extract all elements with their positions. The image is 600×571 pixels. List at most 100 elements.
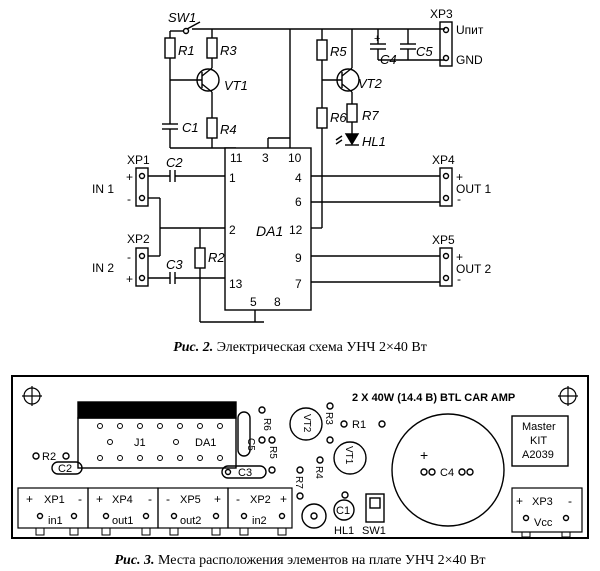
svg-text:KIT: KIT (530, 435, 547, 447)
pcb-r7: R7 (293, 476, 304, 489)
pcb-c2: C2 (58, 463, 72, 475)
c3-label: C3 (166, 257, 183, 272)
svg-text:10: 10 (288, 151, 302, 165)
svg-text:+: + (214, 492, 221, 506)
svg-text:7: 7 (295, 277, 302, 291)
pcb-r1: R1 (352, 419, 366, 431)
svg-text:9: 9 (295, 251, 302, 265)
r7-label: R7 (362, 108, 379, 123)
vt2-label: VT2 (358, 76, 383, 91)
in1-label: IN 1 (92, 182, 114, 196)
svg-text:5: 5 (250, 295, 257, 309)
svg-text:A2039: A2039 (522, 449, 554, 461)
svg-text:+: + (126, 272, 133, 286)
svg-text:-: - (457, 272, 461, 286)
r3-label: R3 (220, 43, 237, 58)
pcb-in1: in1 (48, 515, 63, 527)
xp4-label: XP4 (432, 153, 455, 167)
figure-3-prefix: Рис. 3. (114, 553, 155, 568)
svg-text:+: + (516, 494, 523, 508)
r5-label: R5 (330, 44, 347, 59)
pcb-xp1: XP1 (44, 494, 65, 506)
pcb-sw1: SW1 (362, 525, 386, 537)
r1-label: R1 (178, 43, 195, 58)
r6-label: R6 (330, 110, 347, 125)
svg-text:4: 4 (295, 171, 302, 185)
pcb-j1: J1 (134, 437, 146, 449)
svg-text:-: - (78, 492, 82, 506)
svg-text:2: 2 (229, 223, 236, 237)
svg-text:+: + (280, 492, 287, 506)
sw1-label: SW1 (168, 10, 196, 25)
svg-text:+: + (26, 492, 33, 506)
svg-text:+: + (374, 33, 380, 45)
pcb-out2: out2 (180, 515, 201, 527)
pcb-r4: R4 (313, 466, 324, 479)
xp3-label: XP3 (430, 7, 453, 21)
c1-label: C1 (182, 120, 199, 135)
pcb-r6: R6 (261, 418, 272, 431)
pcb-c1: C1 (336, 505, 350, 517)
pcb-in2: in2 (252, 515, 267, 527)
figure-3-caption: Рис. 3. Места расположения элементов на … (0, 553, 600, 569)
pcb-r2: R2 (42, 451, 56, 463)
out2-label: OUT 2 (456, 262, 491, 276)
pcb-r5: R5 (267, 446, 278, 459)
pcb-c4: C4 (440, 467, 454, 479)
c2-label: C2 (166, 155, 183, 170)
svg-text:+: + (420, 447, 428, 463)
pcb-xp2: XP2 (250, 494, 271, 506)
svg-text:-: - (166, 492, 170, 506)
svg-text:-: - (236, 492, 240, 506)
figure-2-text: Электрическая схема УНЧ 2×40 Вт (213, 340, 427, 355)
xp2-label: XP2 (127, 232, 150, 246)
svg-text:3: 3 (262, 151, 269, 165)
svg-text:8: 8 (274, 295, 281, 309)
svg-text:1: 1 (229, 171, 236, 185)
hl1-label: HL1 (362, 134, 386, 149)
pcb-c5: C5 (245, 438, 256, 451)
da1-label: DA1 (256, 223, 283, 239)
pcb-layout: 2 X 40W (14.4 В) BTL CAR AMP Master KIT … (11, 375, 589, 539)
svg-text:13: 13 (229, 277, 243, 291)
pcb-c3: C3 (238, 467, 252, 479)
xp1-label: XP1 (127, 153, 150, 167)
c5-label: C5 (416, 44, 433, 59)
pcb-xp5: XP5 (180, 494, 201, 506)
pcb-xp3: XP3 (532, 496, 553, 508)
svg-text:12: 12 (289, 223, 303, 237)
vt1-label: VT1 (224, 78, 248, 93)
upit-label: Uпит (456, 23, 484, 37)
svg-text:11: 11 (230, 151, 243, 165)
out1-label: OUT 1 (456, 182, 491, 196)
pcb-r3: R3 (323, 412, 334, 425)
pcb-xp4: XP4 (112, 494, 133, 506)
pcb-da1: DA1 (195, 437, 216, 449)
svg-text:+: + (126, 170, 133, 184)
svg-text:+: + (456, 250, 463, 264)
pcb-title: 2 X 40W (14.4 В) BTL CAR AMP (352, 392, 515, 404)
pcb-hl1: HL1 (334, 525, 354, 537)
svg-text:-: - (127, 192, 131, 206)
r2-label: R2 (208, 250, 225, 265)
svg-text:6: 6 (295, 195, 302, 209)
schematic: SW1 R1 R3 VT1 C1 R4 DA1 11 3 10 (92, 7, 491, 323)
svg-text:-: - (148, 492, 152, 506)
gnd-label: GND (456, 53, 483, 67)
pcb-vt1: VT1 (343, 446, 354, 465)
in2-label: IN 2 (92, 261, 114, 275)
figure-2-caption: Рис. 2. Электрическая схема УНЧ 2×40 Вт (0, 340, 600, 356)
figure-2-prefix: Рис. 2. (173, 340, 214, 355)
svg-text:-: - (457, 192, 461, 206)
svg-text:+: + (456, 170, 463, 184)
xp5-label: XP5 (432, 233, 455, 247)
figure-3-text: Места расположения элементов на плате УН… (154, 553, 486, 568)
pcb-vt2: VT2 (301, 414, 312, 433)
r4-label: R4 (220, 122, 237, 137)
svg-text:-: - (127, 250, 131, 264)
pcb-vcc: Vcc (534, 517, 553, 529)
svg-text:Master: Master (522, 421, 556, 433)
svg-text:+: + (96, 492, 103, 506)
pcb-out1: out1 (112, 515, 133, 527)
